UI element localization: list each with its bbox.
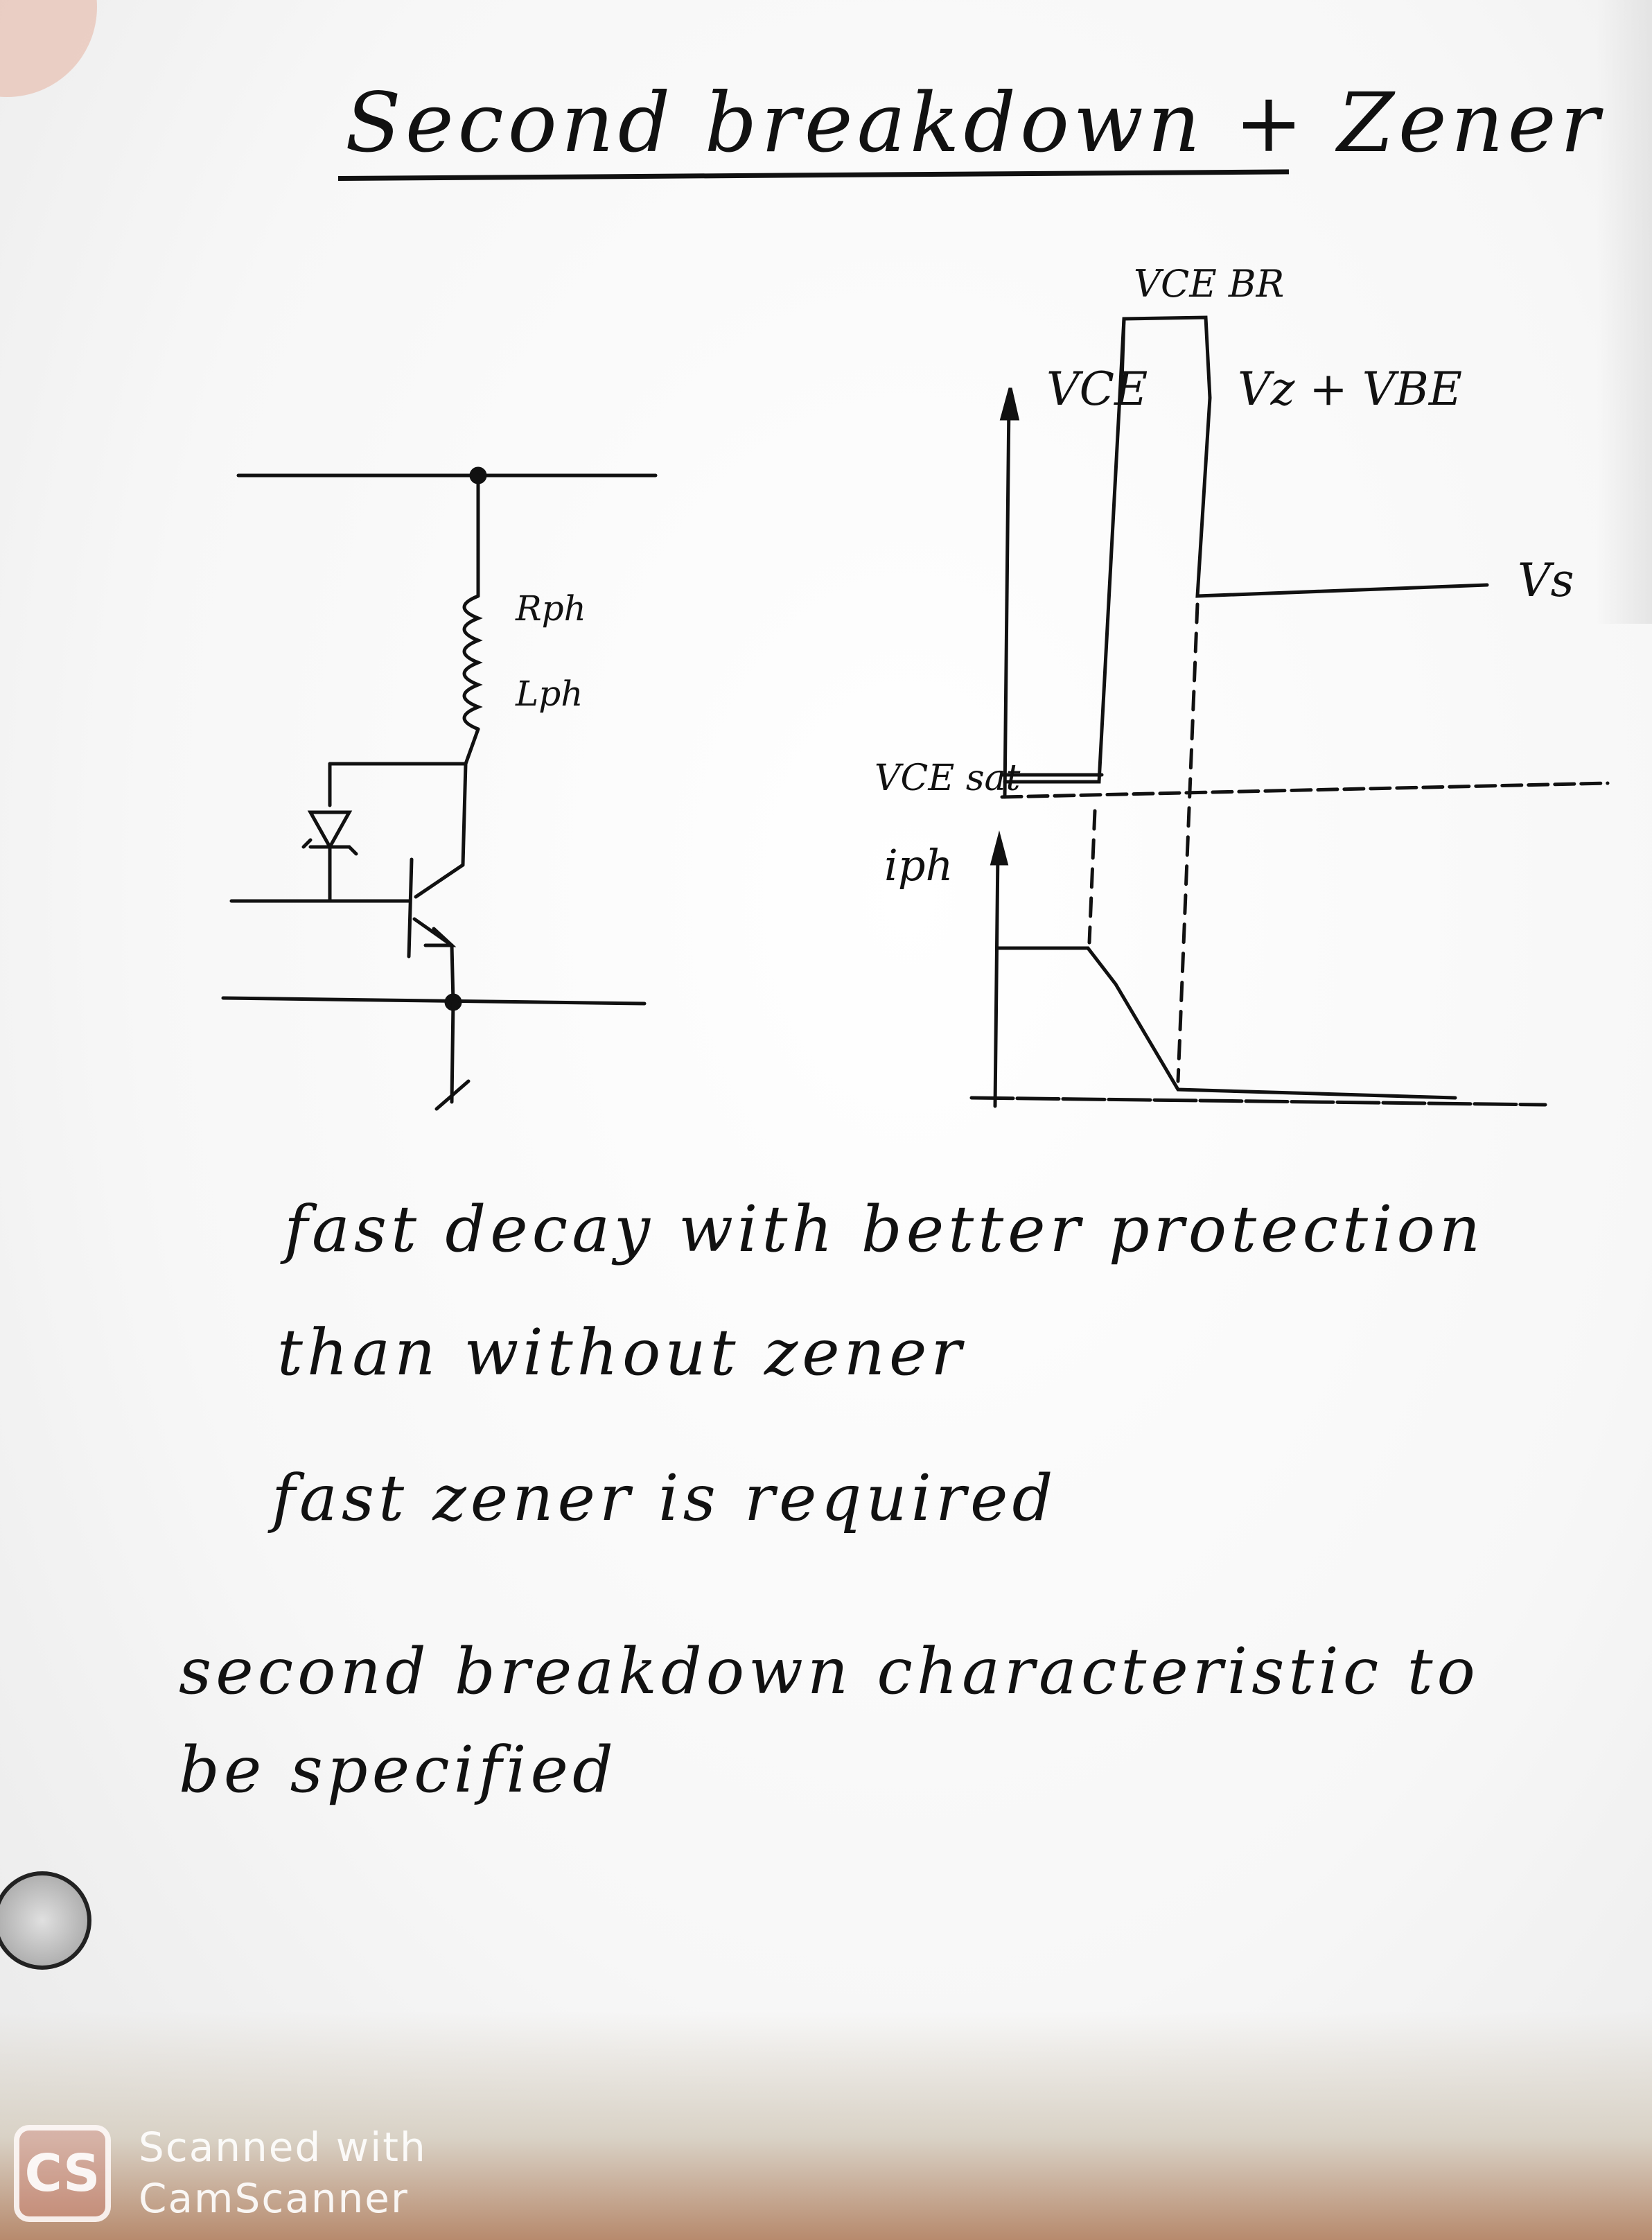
vce-sat-label: VCE sat [875, 758, 1021, 799]
ground-symbol [434, 1079, 471, 1111]
waveform-diagram [969, 315, 1610, 1108]
time-axis [969, 1096, 1547, 1107]
punch-hole [0, 1871, 91, 1970]
note-line-3a: second breakdown characteristic to [179, 1634, 1479, 1708]
wire-emitter-down [450, 943, 455, 1004]
transistor-collector-lead [414, 863, 465, 899]
dashed-marker-1 [1087, 809, 1097, 945]
vce-sat-reference-line [1000, 781, 1610, 799]
zener-diode-bar [301, 838, 358, 856]
waveform-labels: VCE BR VCE Vz + VBE Vs VCE sat iph [875, 262, 1574, 891]
wire-ground-drop [450, 1000, 455, 1104]
note-line-3b: be specified [179, 1733, 617, 1807]
wire-coil-to-node [464, 727, 480, 766]
vce-axis-arrow [999, 387, 1020, 421]
circuit-labels: Rph Lph [515, 588, 586, 714]
iph-axis-arrow [990, 830, 1009, 866]
vce-label: VCE [1046, 362, 1148, 416]
vce-br-marker [1119, 317, 1126, 404]
transistor-base-bar [407, 857, 414, 959]
vz-vbe-label: Vz + VBE [1238, 362, 1462, 416]
note-line-1a: fast decay with better protection [284, 1192, 1485, 1266]
wire-collector [461, 762, 468, 867]
iph-axis [993, 850, 1000, 1108]
watermark-line-1: Scanned with [139, 2124, 427, 2171]
watermark-line-2: CamScanner [139, 2175, 409, 2222]
dashed-marker-2 [1176, 602, 1200, 1083]
page-title: Second breakdown + Zener [345, 75, 1603, 170]
inductor-label: Lph [515, 674, 583, 714]
vce-axis [1003, 400, 1011, 799]
ground-rail [221, 996, 647, 1006]
circuit-schematic [221, 466, 658, 1111]
resistor-label: Rph [515, 588, 586, 629]
phase-inductor-coil [462, 594, 483, 731]
vce-br-label: VCE BR [1134, 262, 1284, 306]
vce-waveform [1003, 315, 1489, 784]
iph-waveform [996, 946, 1457, 1100]
note-line-2: fast zener is required [272, 1461, 1057, 1535]
bottom-shadow [0, 2011, 1652, 2240]
iph-label: iph [884, 840, 953, 891]
zener-diode-triangle [307, 810, 353, 851]
note-line-1b: than without zener [277, 1315, 966, 1390]
vs-label: Vs [1518, 554, 1574, 607]
camscanner-logo: CS [14, 2125, 111, 2222]
page-edge-shadow [1597, 0, 1652, 624]
